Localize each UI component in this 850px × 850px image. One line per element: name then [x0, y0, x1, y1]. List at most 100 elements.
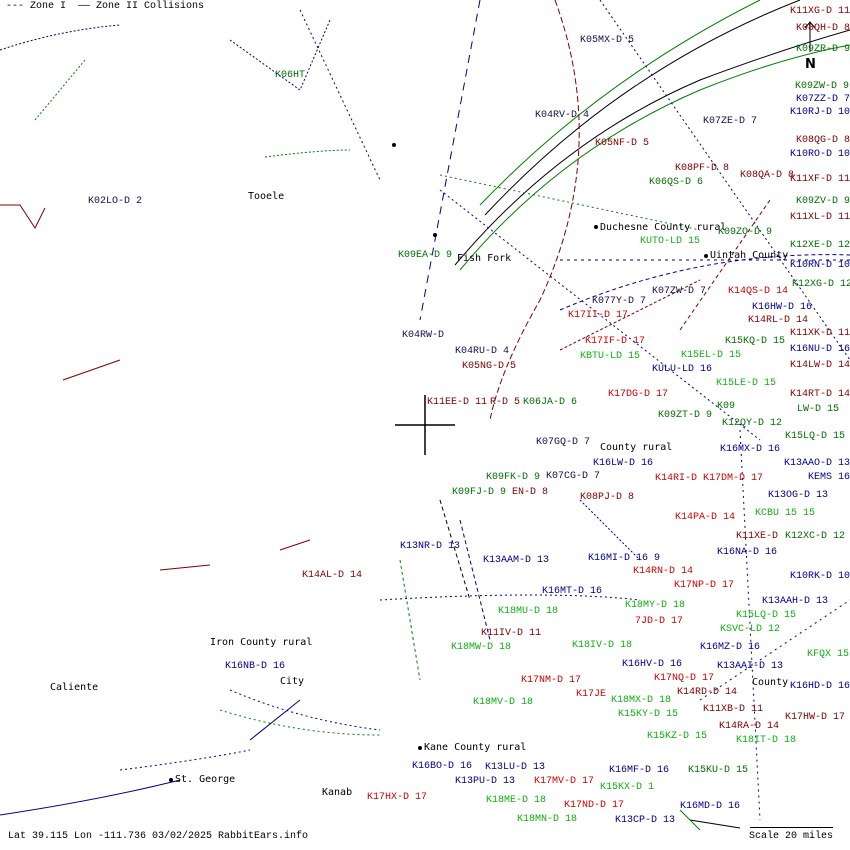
station-label[interactable]: K08PF-D 8: [675, 163, 730, 174]
station-label[interactable]: K04RV-D 4: [535, 110, 590, 121]
station-label[interactable]: K13PU-D 13: [455, 776, 516, 787]
station-label[interactable]: KBTU-LD 15: [580, 351, 641, 362]
station-label[interactable]: K16HD-D 16: [790, 681, 850, 692]
station-label[interactable]: K15LQ-D 15: [736, 610, 797, 621]
station-label[interactable]: K17NM-D 17: [521, 675, 582, 686]
station-label[interactable]: K17ND-D 17: [564, 800, 625, 811]
station-label[interactable]: K17NQ-D 17: [654, 673, 715, 684]
station-label[interactable]: K08QH-D 8: [796, 23, 850, 34]
station-label[interactable]: K11XG-D 11: [790, 6, 850, 17]
station-label[interactable]: K10RN-D 10: [790, 260, 850, 271]
station-label[interactable]: K077Y-D 7: [592, 296, 647, 307]
station-label[interactable]: K14AL-D 14: [302, 570, 363, 581]
station-label[interactable]: K09ZV-D 9: [796, 196, 850, 207]
station-label[interactable]: K07ZZ-D 7: [796, 94, 850, 105]
station-label[interactable]: K14QS-D 14: [728, 286, 789, 297]
station-label[interactable]: EN-D 8: [512, 487, 549, 498]
station-label[interactable]: K09EA-D 9: [398, 250, 453, 261]
station-label[interactable]: K16MI-D 16 9: [588, 553, 661, 564]
station-label[interactable]: K16HV-D 16: [622, 659, 683, 670]
station-label[interactable]: K18MV-D 18: [473, 697, 534, 708]
station-label[interactable]: K06HT: [275, 70, 306, 81]
station-label[interactable]: K09FK-D 9: [486, 472, 541, 483]
station-label[interactable]: K14LW-D 14: [790, 360, 850, 371]
station-label[interactable]: K11XL-D 11: [790, 212, 850, 223]
station-label[interactable]: K09FJ-D 9: [452, 487, 507, 498]
station-label[interactable]: K17HX-D 17: [367, 792, 428, 803]
station-label[interactable]: K16MX-D 16: [720, 444, 781, 455]
station-label[interactable]: 7JD-D 17: [635, 616, 684, 627]
station-label[interactable]: K07ZE-D 7: [703, 116, 758, 127]
station-label[interactable]: K09ZO-D 9: [718, 227, 773, 238]
station-label[interactable]: K15LQ-D 15: [785, 431, 846, 442]
station-label[interactable]: K13NR-D 13: [400, 541, 461, 552]
station-label[interactable]: K13AAM-D 13: [483, 555, 550, 566]
station-label[interactable]: K10RO-D 10: [790, 149, 850, 160]
station-label[interactable]: K15KX-D 1: [600, 782, 655, 793]
station-label[interactable]: K14RT-D 14: [790, 389, 850, 400]
station-label[interactable]: K14RI-D: [655, 473, 698, 484]
station-label[interactable]: K09ZW-D 9: [795, 81, 850, 92]
station-label[interactable]: K04RU-D 4: [455, 346, 510, 357]
station-label[interactable]: K08QA-D 8: [740, 170, 795, 181]
station-label[interactable]: K17DM-D 17: [703, 473, 764, 484]
station-label[interactable]: K06QS-D 6: [649, 177, 704, 188]
station-label[interactable]: K11EE-D 11: [427, 397, 488, 408]
station-label[interactable]: K18MW-D 18: [451, 642, 512, 653]
station-label[interactable]: R-D 5: [490, 397, 521, 408]
station-label[interactable]: K13AAH-D 13: [762, 596, 829, 607]
station-label[interactable]: K17NP-D 17: [674, 580, 735, 591]
station-label[interactable]: KSVC-LD 12: [720, 624, 781, 635]
station-label[interactable]: K02LO-D 2: [88, 196, 143, 207]
station-label[interactable]: K10RJ-D 10: [790, 107, 850, 118]
station-label[interactable]: K13LU-D 13: [485, 762, 546, 773]
station-label[interactable]: K16HW-D 16: [752, 302, 813, 313]
station-label[interactable]: K04RW-D: [402, 330, 445, 341]
station-label[interactable]: KEMS 16: [808, 472, 850, 483]
station-label[interactable]: K17DG-D 17: [608, 389, 669, 400]
station-label[interactable]: K18MU-D 18: [498, 606, 559, 617]
station-label[interactable]: K17JE: [576, 689, 607, 700]
station-label[interactable]: K07ZW-D 7: [652, 286, 707, 297]
station-label[interactable]: K12XG-D 12: [792, 279, 850, 290]
station-label[interactable]: K16LW-D 16: [593, 458, 654, 469]
station-label[interactable]: K16NB-D 16: [225, 661, 286, 672]
station-label[interactable]: K13CP-D 13: [615, 815, 676, 826]
station-label[interactable]: K11XB-D 11: [703, 704, 764, 715]
station-label[interactable]: K11XE-D: [736, 531, 779, 542]
station-label[interactable]: K16MZ-D 16: [700, 642, 761, 653]
station-label[interactable]: K16NA-D 16: [717, 547, 778, 558]
station-label[interactable]: K08QG-D 8: [796, 135, 850, 146]
station-label[interactable]: K13OG-D 13: [768, 490, 829, 501]
station-label[interactable]: K05NG-D 5: [462, 361, 517, 372]
station-label[interactable]: K06JA-D 6: [523, 397, 578, 408]
station-label[interactable]: K15KZ-D 15: [647, 731, 708, 742]
station-label[interactable]: K12XC-D 12: [785, 531, 846, 542]
station-label[interactable]: K18MN-D 18: [517, 814, 578, 825]
station-label[interactable]: K05MX-D 5: [580, 35, 635, 46]
station-label[interactable]: K07GQ-D 7: [536, 437, 591, 448]
station-label[interactable]: KCBU 15 15: [755, 508, 816, 519]
station-label[interactable]: K16MT-D 16: [542, 586, 603, 597]
station-label[interactable]: K17HW-D 17: [785, 712, 846, 723]
station-label[interactable]: K16MF-D 16: [609, 765, 670, 776]
station-label[interactable]: KUTO-LD 15: [640, 236, 701, 247]
station-label[interactable]: K11XF-D 11: [790, 174, 850, 185]
station-label[interactable]: K14RD-D 14: [677, 687, 738, 698]
station-label[interactable]: K14RL-D 14: [748, 315, 809, 326]
station-label[interactable]: K05NF-D 5: [595, 138, 650, 149]
station-label[interactable]: K14PA-D 14: [675, 512, 736, 523]
station-label[interactable]: K18IT-D 18: [736, 735, 797, 746]
station-label[interactable]: KFQX 15: [807, 649, 850, 660]
station-label[interactable]: K15LE-D 15: [716, 378, 777, 389]
station-label[interactable]: K15KQ-D 15: [725, 336, 786, 347]
station-label[interactable]: K09ZT-D 9: [658, 410, 713, 421]
station-label[interactable]: K14RA-D 14: [719, 721, 780, 732]
station-label[interactable]: K18MX-D 18: [611, 695, 672, 706]
station-label[interactable]: K08PJ-D 8: [580, 492, 635, 503]
station-label[interactable]: K10RK-D 10: [790, 571, 850, 582]
station-label[interactable]: K18MY-D 18: [625, 600, 686, 611]
station-label[interactable]: K14RN-D 14: [633, 566, 694, 577]
station-label[interactable]: K15EL-D 15: [681, 350, 742, 361]
